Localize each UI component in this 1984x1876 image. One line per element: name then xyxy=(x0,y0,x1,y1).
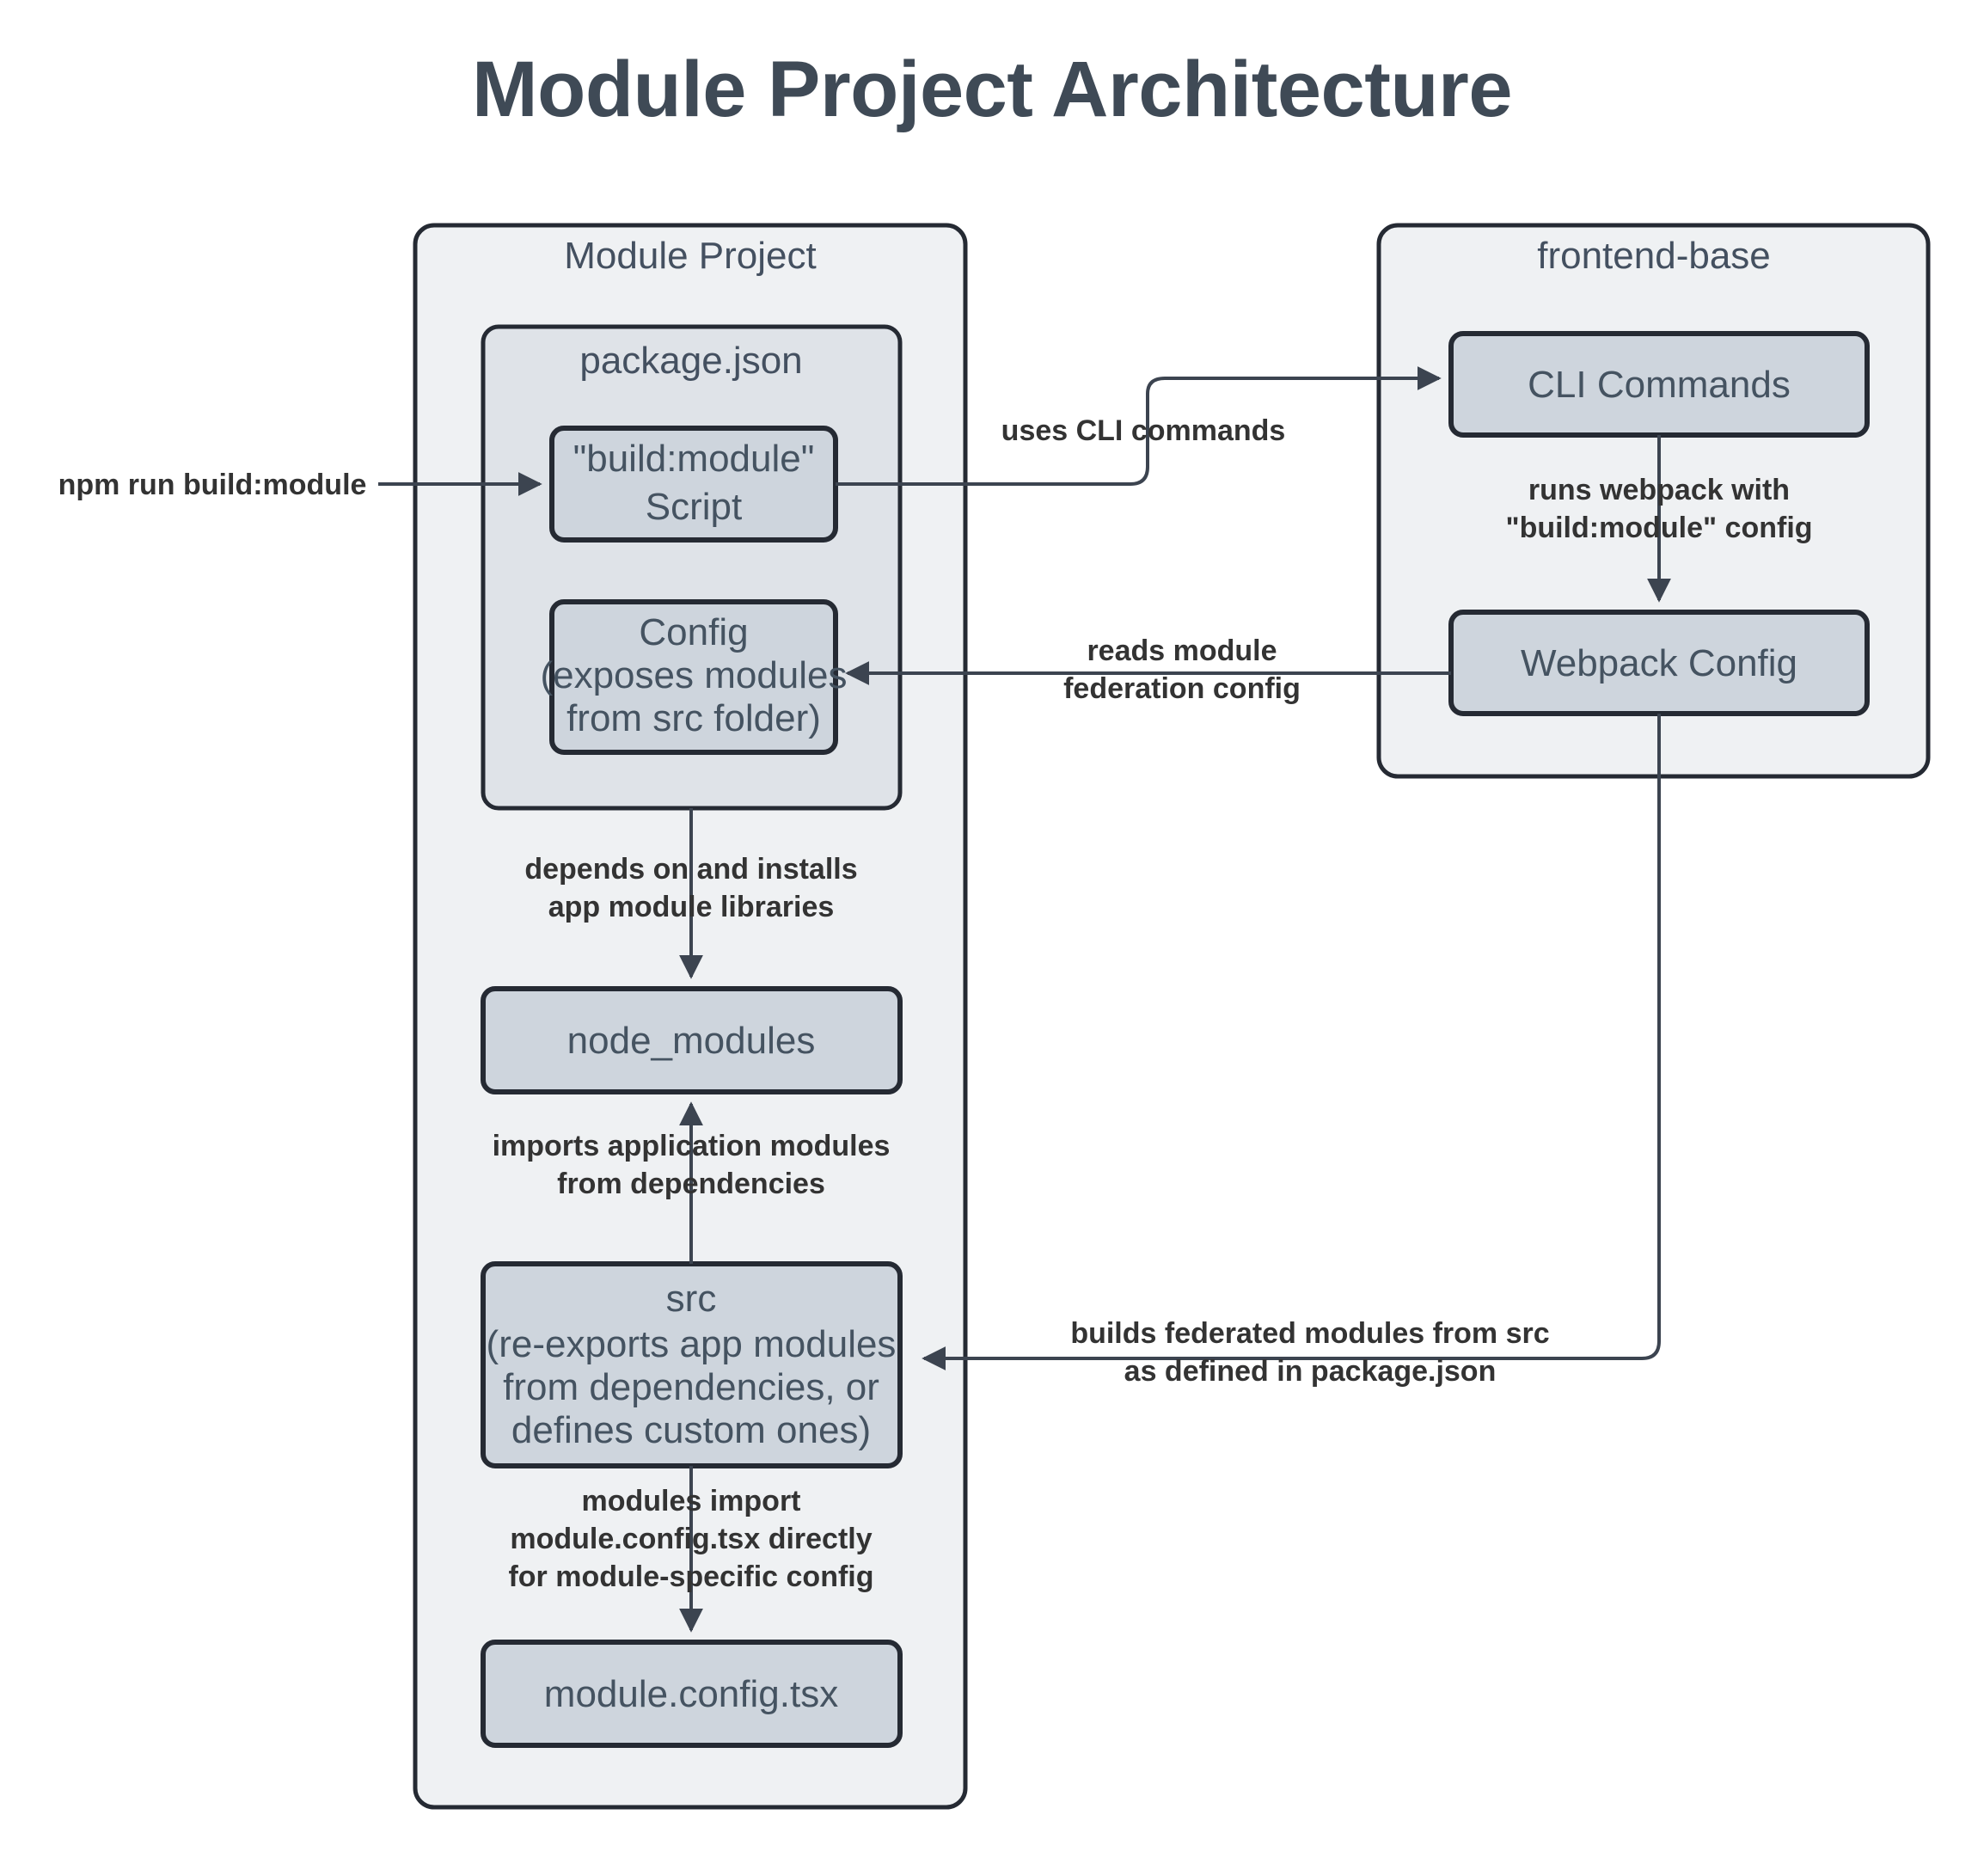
node-build-module-script-line-2: Script xyxy=(646,486,742,528)
edge-builds-federated-line-1: builds federated modules from src xyxy=(1070,1317,1549,1350)
edge-uses-cli: uses CLI commands xyxy=(836,366,1442,486)
edge-depends-installs-line-2: app module libraries xyxy=(548,891,835,923)
edge-runs-webpack-line-2: "build:module" config xyxy=(1505,512,1812,544)
edge-builds-federated-path xyxy=(922,714,1661,1370)
edge-depends-installs: depends on and installs app module libra… xyxy=(524,808,858,979)
edge-npm-run: npm run build:module xyxy=(58,469,542,501)
edge-modules-import-line-3: for module-specific config xyxy=(508,1560,873,1593)
edge-runs-webpack: runs webpack with "build:module" config xyxy=(1505,435,1813,603)
node-module-config-tsx-rect[interactable] xyxy=(481,1640,903,1748)
node-config-line-3: from src folder) xyxy=(566,697,821,739)
node-webpack-config-label: Webpack Config xyxy=(1521,642,1797,684)
node-build-module-script[interactable]: "build:module" Script xyxy=(549,426,838,543)
edge-modules-import-line-1: modules import xyxy=(581,1485,800,1517)
edge-reads-federation-line-1: reads module xyxy=(1087,635,1277,667)
edge-builds-federated: builds federated modules from src as def… xyxy=(922,714,1661,1388)
node-src[interactable]: src (re-exports app modules from depende… xyxy=(481,1261,903,1468)
edge-depends-installs-line-1: depends on and installs xyxy=(524,853,857,886)
node-config[interactable]: Config (exposes modules from src folder) xyxy=(540,599,848,755)
edge-imports-app-modules-line-1: imports application modules xyxy=(493,1130,891,1162)
node-src-line-2: (re-exports app modules xyxy=(487,1323,897,1365)
node-config-line-2: (exposes modules xyxy=(540,654,847,696)
node-config-line-1: Config xyxy=(639,611,748,653)
node-src-line-4: defines custom ones) xyxy=(511,1409,871,1451)
page-title: Module Project Architecture xyxy=(472,46,1513,133)
node-node-modules[interactable]: node_modules xyxy=(481,986,903,1094)
cluster-frontend-base-label: frontend-base xyxy=(1537,235,1771,277)
edge-modules-import: modules import module.config.tsx directl… xyxy=(508,1466,874,1633)
node-src-line-3: from dependencies, or xyxy=(503,1366,879,1408)
edge-builds-federated-line-2: as defined in package.json xyxy=(1124,1355,1497,1388)
edge-imports-app-modules: imports application modules from depende… xyxy=(493,1101,891,1264)
node-cli-commands-label: CLI Commands xyxy=(1528,364,1791,406)
edge-reads-federation-line-2: federation config xyxy=(1063,672,1301,705)
node-src-line-1: src xyxy=(666,1278,717,1320)
edge-uses-cli-path xyxy=(836,366,1442,486)
edge-uses-cli-label: uses CLI commands xyxy=(1001,414,1286,447)
edge-modules-import-line-2: module.config.tsx directly xyxy=(510,1523,872,1555)
node-webpack-config[interactable]: Webpack Config xyxy=(1448,610,1870,716)
edge-runs-webpack-line-1: runs webpack with xyxy=(1528,474,1790,506)
edge-imports-app-modules-line-2: from dependencies xyxy=(557,1168,825,1200)
node-build-module-script-line-1: "build:module" xyxy=(573,438,815,480)
node-cli-commands[interactable]: CLI Commands xyxy=(1448,331,1870,438)
cluster-package-json-label: package.json xyxy=(579,340,802,382)
node-node-modules-rect[interactable] xyxy=(481,986,903,1094)
node-module-config-tsx-label: module.config.tsx xyxy=(544,1673,838,1715)
node-module-config-tsx[interactable]: module.config.tsx xyxy=(481,1640,903,1748)
cluster-module-project-label: Module Project xyxy=(564,235,816,277)
edge-npm-run-label: npm run build:module xyxy=(58,469,367,501)
node-config-rect[interactable] xyxy=(549,599,838,755)
node-node-modules-label: node_modules xyxy=(567,1020,816,1062)
edge-reads-federation: reads module federation config xyxy=(845,635,1451,705)
